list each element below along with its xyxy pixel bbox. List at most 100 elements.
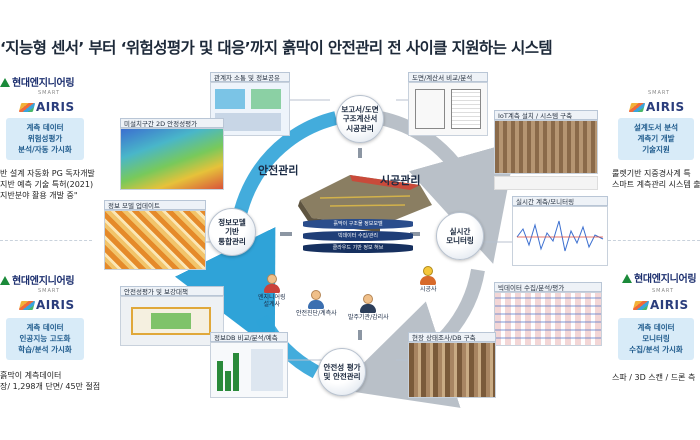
- card-infodb: 정보DB 비교/분석/예측: [210, 332, 288, 398]
- node-safety-evaluation: 안전성 평가 및 안전관리: [318, 348, 366, 396]
- card-drawing: 도면/계산서 비교/분석: [408, 72, 488, 136]
- role-line: 계측 데이터: [637, 323, 675, 332]
- site-photo-thumbnail: [494, 120, 598, 174]
- card-title: 정보 모델 업데이트: [104, 200, 206, 210]
- airis-word: AIRIS: [36, 100, 75, 114]
- ring-arc-safety: [174, 111, 338, 353]
- person-body-icon: [360, 304, 377, 313]
- person-head-icon: [363, 294, 374, 304]
- airis-logo-right-bottom: SMART AIRIS: [632, 288, 689, 313]
- person-hardhat-icon: [423, 266, 434, 276]
- person-label: 발주기관/감리사: [348, 314, 389, 321]
- right-bottom-role-box: 계측 데이터 모니터링 수집/분석 가시화: [618, 318, 694, 360]
- role-line: 모니터링: [642, 334, 670, 343]
- stack-layer: 클라우드 기반 정보 허브: [303, 243, 413, 253]
- stack-layer: 빅데이터 수집/관리: [303, 231, 413, 241]
- note-line: 지반 예측 기술 특허(2021): [0, 180, 94, 189]
- airis-logo-right-top: SMART AIRIS: [628, 90, 685, 115]
- node-line: 모니터링: [446, 236, 474, 245]
- ring-arc-construction: [378, 111, 517, 264]
- person-body-icon: [420, 276, 437, 285]
- card-model-update: 정보 모델 업데이트: [104, 200, 206, 270]
- note-line: 스파 / 3D 스캔 / 드론 측: [612, 373, 696, 382]
- brand-name: 현대엔지니어링: [634, 274, 697, 285]
- node-line: 구조계산서: [342, 114, 378, 124]
- reinforcement-thumbnail: [120, 296, 224, 346]
- airis-word: AIRIS: [650, 298, 689, 312]
- analysis-thumbnail: [210, 342, 288, 398]
- left-bottom-role-box: 계측 데이터 인공지능 고도화 학습/분석 가시화: [6, 318, 84, 360]
- person-inspector: 안전진단/계측사: [296, 290, 337, 317]
- ring-label-construction: 시공관리: [380, 174, 421, 187]
- card-title: 관계자 소통 및 정보공유: [210, 72, 290, 82]
- divider: [0, 240, 92, 241]
- brand-left-bottom: 현대엔지니어링: [0, 272, 75, 287]
- role-line: 계측기 개발: [637, 134, 675, 143]
- note-line: 흙막이 계측데이터: [0, 371, 62, 380]
- node-line: 기반: [225, 227, 239, 237]
- data-hub-stack: 흙막이 구조물 정보모델 빅데이터 수집/관리 클라우드 기반 정보 허브: [303, 219, 413, 255]
- node-realtime-monitoring: 실시간 모니터링: [436, 212, 484, 260]
- brand-logo-icon: [0, 276, 10, 285]
- airis-word: AIRIS: [36, 298, 75, 312]
- role-line: 계측 데이터: [26, 123, 64, 132]
- role-line: 인공지능 고도화: [19, 334, 71, 343]
- contour-thumbnail: [120, 128, 224, 190]
- note-line: 스마트 계측관리 시스템 출: [612, 180, 700, 189]
- person-owner: 발주기관/감리사: [348, 294, 389, 321]
- brand-left-top: 현대엔지니어링: [0, 74, 75, 89]
- card-title: 미설치구간 2D 안정성평가: [120, 118, 224, 128]
- person-contractor: 시공사: [420, 266, 437, 293]
- card-title: 도면/계산서 비교/분석: [408, 72, 488, 82]
- card-title: IoT계측 설치 / 시스템 구축: [494, 110, 598, 120]
- card-iot: IoT계측 설치 / 시스템 구축: [494, 110, 598, 190]
- role-line: 수집/분석 가시화: [629, 345, 683, 354]
- model-thumbnail: [104, 210, 206, 270]
- card-bigdata: 빅데이터 수집/분석/평가: [494, 282, 602, 346]
- node-line: 시공관리: [346, 123, 374, 133]
- page-headline: ‘지능형 센서’ 부터 ‘위험성평가 및 대응’까지 흙막이 안전관리 전 사이…: [0, 39, 553, 57]
- node-line: 통합관리: [218, 236, 246, 246]
- brand-logo-icon: [622, 274, 632, 283]
- role-line: 설계도서 분석: [633, 123, 678, 132]
- left-top-role-box: 계측 데이터 위험성평가 분석/자동 가시화: [6, 118, 84, 160]
- person-head-icon: [266, 274, 277, 284]
- node-line: 안전성 평가: [323, 362, 361, 372]
- brand-name: 현대엔지니어링: [12, 276, 75, 287]
- node-line: 보고서/도면: [341, 104, 379, 114]
- brand-right-bottom: 현대엔지니어링: [622, 270, 697, 285]
- airis-logo-left-top: SMART AIRIS: [18, 90, 75, 115]
- card-safety: 안전성평가 및 보강대책: [120, 286, 224, 346]
- right-bottom-notes: 스파 / 3D 스캔 / 드론 측: [612, 372, 695, 383]
- ring-label-safety: 안전관리: [258, 164, 299, 177]
- role-line: 위험성평가: [27, 134, 63, 143]
- person-head-icon: [311, 290, 322, 300]
- card-title: 정보DB 비교/분석/예측: [210, 332, 288, 342]
- right-top-notes: 룰렛기반 지중경사계 특 스마트 계측관리 시스템 출: [612, 168, 700, 190]
- stack-layer: 흙막이 구조물 정보모델: [303, 219, 413, 229]
- waveform-thumbnail: [512, 206, 608, 266]
- card-realtime: 실시간 계측/모니터링: [512, 196, 608, 266]
- brand-logo-icon: [0, 78, 10, 87]
- node-report-construction: 보고서/도면 구조계산서 시공관리: [336, 95, 384, 143]
- person-label: 안전진단/계측사: [296, 310, 337, 317]
- right-top-role-box: 설계도서 분석 계측기 개발 기술지원: [618, 118, 694, 160]
- divider: [608, 240, 700, 241]
- node-line: 및 안전관리: [323, 372, 361, 381]
- heatmap-thumbnail: [494, 292, 602, 346]
- card-site-survey: 현장 상태조사/DB 구축: [408, 332, 496, 398]
- brand-name: 현대엔지니어링: [12, 78, 75, 89]
- card-title: 실시간 계측/모니터링: [512, 196, 608, 206]
- drawing-thumbnail: [408, 82, 488, 136]
- node-info-model: 정보모델 기반 통합관리: [208, 208, 256, 256]
- note-line: 룰렛기반 지중경사계 특: [612, 169, 691, 178]
- card-title: 빅데이터 수집/분석/평가: [494, 282, 602, 292]
- airis-smart-text: SMART: [38, 90, 61, 96]
- airis-smart-text: SMART: [652, 288, 675, 294]
- dashboard-thumbnail: [210, 82, 290, 136]
- airis-smart-text: SMART: [648, 90, 671, 96]
- card-title: 현장 상태조사/DB 구축: [408, 332, 496, 342]
- left-bottom-notes: 흙막이 계측데이터 장/ 1,298개 단면/ 45만 절점: [0, 370, 100, 392]
- card-section2d: 미설치구간 2D 안정성평가: [120, 118, 224, 190]
- card-title: 안전성평가 및 보강대책: [120, 286, 224, 296]
